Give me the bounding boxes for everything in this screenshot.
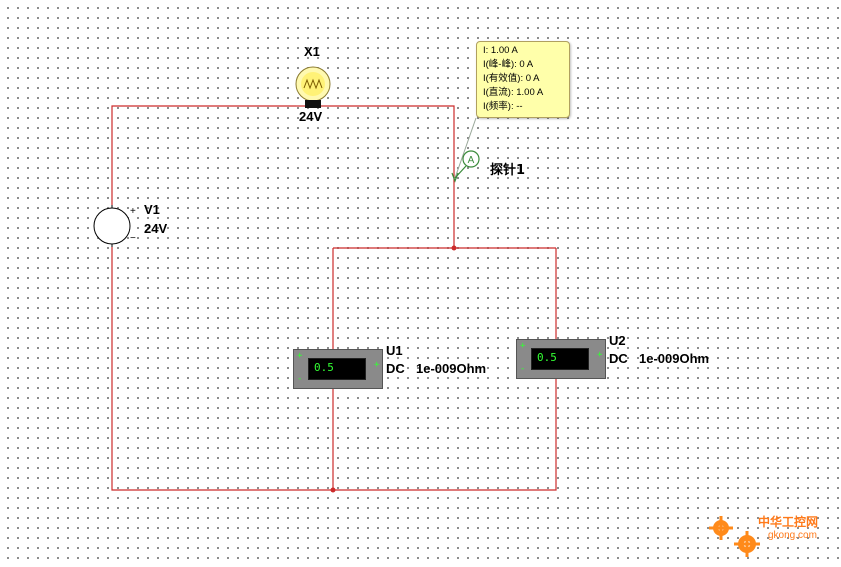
terminal-right-icon: + <box>374 360 380 370</box>
junction-top <box>451 245 457 251</box>
meter-u2-name: U2 <box>609 333 626 348</box>
current-probe-icon[interactable]: A <box>451 117 480 183</box>
probe-symbol: A <box>468 155 475 166</box>
wire-top-right[interactable] <box>330 105 455 248</box>
meter-u2-resistance: 1e-009Ohm <box>639 351 710 366</box>
watermark-logo-icon <box>709 516 760 557</box>
terminal-plus-icon: + <box>520 341 526 351</box>
meter-u1-mode: DC <box>386 361 405 376</box>
meter-u1-name: U1 <box>386 343 403 358</box>
terminal-right-icon: + <box>597 350 603 360</box>
watermark-url: gkong.com <box>768 530 817 541</box>
wire-left[interactable] <box>111 247 333 491</box>
terminal-plus-icon: + <box>297 351 303 361</box>
meter-screen: 0.5 <box>531 348 589 370</box>
probe-reading-rms: I(有效值): 0 A <box>483 73 540 84</box>
source-value: 24V <box>144 221 168 236</box>
multimeter-u2[interactable]: + - + 0.5 <box>516 339 606 379</box>
multimeter-u1[interactable]: + - + 0.5 <box>293 349 383 389</box>
wire-top[interactable] <box>111 105 296 205</box>
meter-u1-display: 0.5 <box>314 361 334 374</box>
terminal-minus-icon: - <box>520 364 526 374</box>
junction-bottom <box>330 487 336 493</box>
probe-reading-frequency: I(频率): -- <box>483 101 523 112</box>
source-minus-sign: − <box>130 233 136 244</box>
probe-readout-tooltip: I: 1.00 A I(峰-峰): 0 A I(有效值): 0 A I(直流):… <box>476 41 570 118</box>
source-plus-sign: + <box>130 206 136 217</box>
probe-reading-current: I: 1.00 A <box>483 45 518 56</box>
wires <box>111 105 557 491</box>
lamp-rating: 24V <box>299 109 323 124</box>
lamp-name: X1 <box>304 44 320 59</box>
meter-u1-resistance: 1e-009Ohm <box>416 361 487 376</box>
probe-name: 探针1 <box>490 163 526 178</box>
voltage-source-icon[interactable] <box>93 205 131 247</box>
wire-u2-bottom[interactable] <box>333 379 557 491</box>
lamp-icon[interactable] <box>295 66 331 108</box>
watermark-title: 中华工控网 <box>758 515 819 529</box>
probe-reading-peak-to-peak: I(峰-峰): 0 A <box>483 59 534 70</box>
meter-u2-display: 0.5 <box>537 351 557 364</box>
terminal-minus-icon: - <box>297 374 303 384</box>
probe-reading-dc: I(直流): 1.00 A <box>483 87 544 98</box>
meter-u2-mode: DC <box>609 351 628 366</box>
meter-screen: 0.5 <box>308 358 366 380</box>
source-name: V1 <box>144 202 160 217</box>
